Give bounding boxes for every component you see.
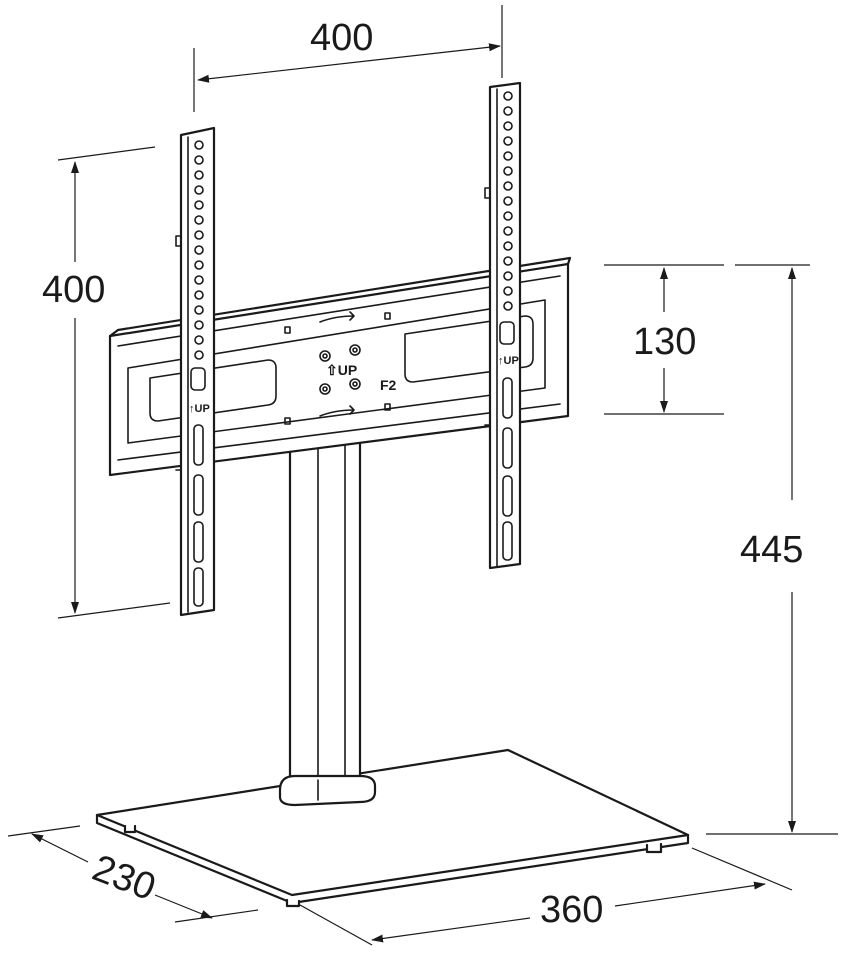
right-bracket: ↑UP: [484, 81, 522, 570]
base-plate: [95, 748, 690, 908]
left-bracket-holes: [194, 140, 204, 360]
dim-total-height-label: 445: [740, 529, 803, 571]
label-up-left: ↑UP: [189, 403, 210, 415]
dim-panel-height-label: 130: [633, 321, 696, 363]
dimension-top-width: 400: [193, 5, 503, 112]
label-up-right: ↑UP: [498, 355, 519, 367]
dimension-base-width: 360: [299, 847, 793, 946]
right-bracket-holes: [503, 91, 513, 311]
dimension-total-height: 445: [706, 264, 838, 835]
left-bracket: ↑UP: [175, 126, 216, 617]
dim-top-width-label: 400: [310, 17, 373, 59]
dimension-panel-height: 130: [604, 264, 724, 415]
label-model: F2: [380, 377, 397, 393]
support-column: [278, 438, 377, 807]
label-up-center: ⇧UP: [326, 362, 357, 378]
dim-left-height-label: 400: [42, 269, 105, 311]
dimension-left-height: 400: [42, 146, 171, 619]
dim-base-width-label: 360: [540, 889, 603, 931]
dim-base-depth-label: 230: [87, 847, 161, 909]
mounting-panel: ⇧UP F2: [108, 256, 572, 477]
